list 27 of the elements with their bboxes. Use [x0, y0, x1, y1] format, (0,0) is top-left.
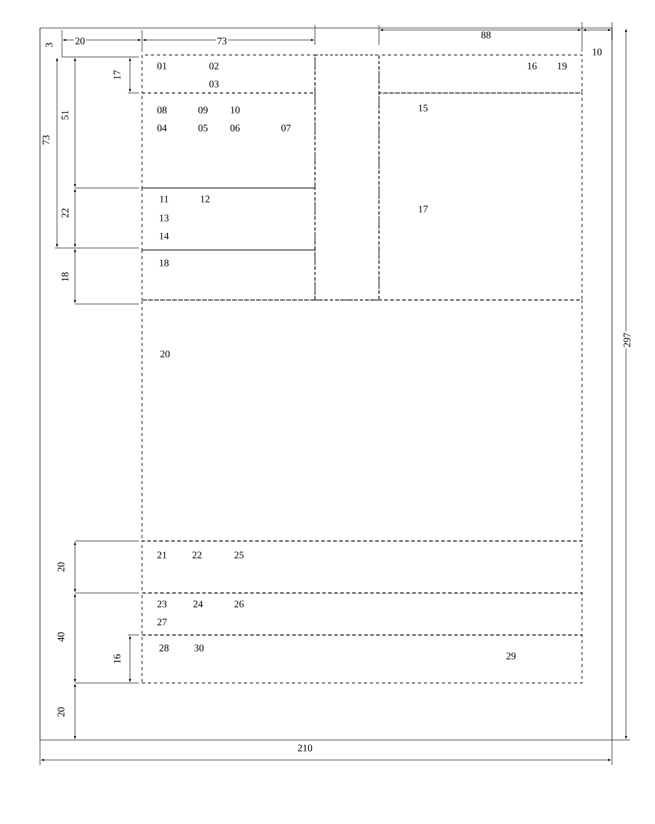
field-box: 01 02 03: [142, 54, 316, 94]
dimension-label: 22: [60, 207, 70, 219]
dimension-label: 3: [44, 42, 54, 48]
dimension-label: 73: [42, 134, 50, 146]
dimension-label: 88: [480, 30, 492, 40]
empty-column-box: [314, 54, 380, 300]
field-box: 20: [142, 300, 582, 542]
dimension-label: 40: [56, 631, 66, 643]
field-box: 23 24 26 27: [142, 592, 582, 636]
dimension-label: 18: [60, 271, 70, 283]
field-box: 18: [142, 250, 316, 300]
field-box: 28 30 29: [142, 634, 582, 684]
field-box: 16 19: [378, 54, 582, 94]
dimension-label: 10: [591, 48, 603, 56]
dimension-label: 73: [216, 36, 228, 46]
dimension-label: 20: [74, 36, 86, 46]
dimension-label: 20: [56, 561, 66, 573]
field-box: 08 09 10 04 05 06 07: [142, 92, 316, 188]
dimension-label: 16: [112, 653, 122, 665]
field-box: 21 22 25: [142, 540, 582, 594]
dimension-label: 51: [60, 109, 70, 121]
field-box: 15 17: [378, 92, 582, 300]
field-box: 11 12 13 14: [142, 188, 316, 250]
dimension-label: 297: [622, 332, 632, 348]
dimension-label: 20: [56, 706, 66, 718]
dimension-label: 210: [296, 744, 314, 752]
dimension-label: 17: [112, 69, 122, 81]
